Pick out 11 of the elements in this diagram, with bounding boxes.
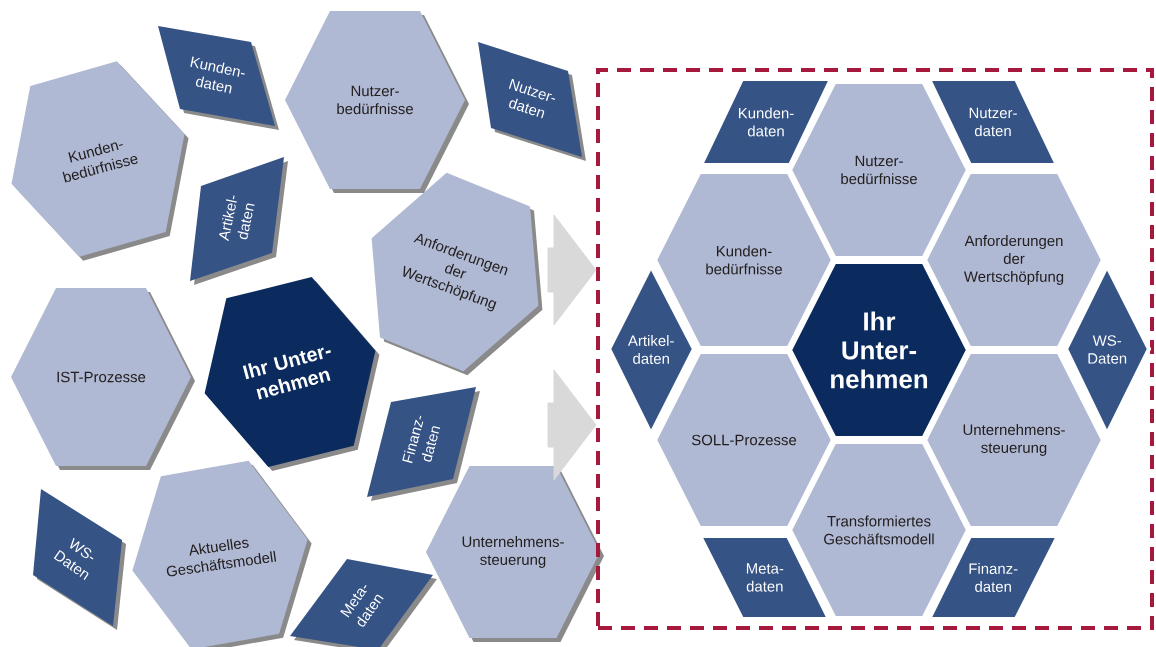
- dashed-frame: [596, 68, 1154, 630]
- parallelogram-tile: Nutzer- daten: [478, 42, 586, 161]
- arrow: [547, 369, 597, 481]
- parallelogram-tile: Kunden- daten: [158, 26, 279, 130]
- hexagon-tile: Unternehmens- steuerung: [426, 466, 604, 642]
- parallelogram-tile: Finanz- daten: [367, 387, 480, 501]
- hexagon-tile: IST-Prozesse: [11, 288, 195, 470]
- arrow: [547, 214, 597, 326]
- hexagon-tile: Ihr Unter- nehmen: [204, 277, 380, 471]
- parallelogram-tile: Artikel- daten: [190, 157, 288, 285]
- hexagon-tile: Nutzer- bedürfnisse: [285, 11, 469, 193]
